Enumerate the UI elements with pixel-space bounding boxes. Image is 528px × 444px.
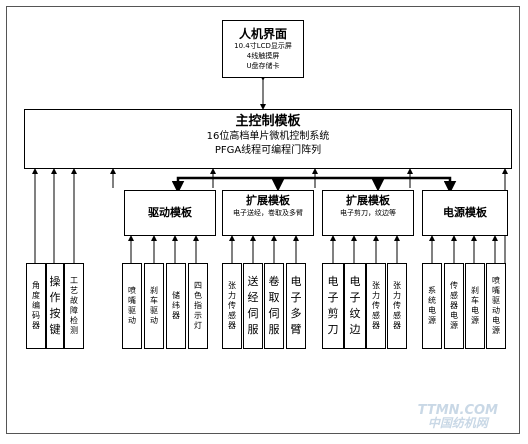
leaf-tension-sensor-3: 张力传感器 (387, 263, 407, 349)
watermark: TTMN.COM 中国纺机网 (418, 404, 498, 430)
module-expansion-1: 扩展模板 电子送经，卷取及多臂 (222, 190, 314, 236)
watermark-domain: TTMN.COM (417, 403, 498, 418)
leaf-brake-drive: 刹车驱动 (144, 263, 164, 349)
leaf-electronic-dobby: 电子多臂 (286, 263, 306, 349)
module-drive-title: 驱动模板 (148, 206, 192, 219)
leaf-tension-sensor-2: 张力传感器 (366, 263, 386, 349)
leaf-takeup-servo: 卷取伺服 (264, 263, 284, 349)
watermark-site-name: 中国纺机网 (427, 416, 488, 430)
main-title: 主控制模板 (235, 114, 301, 129)
leaf-weft-storage: 储纬器 (166, 263, 186, 349)
module-expansion-1-title: 扩展模板 (246, 194, 290, 207)
main-control-box: 主控制模板 16位高档单片微机控制系统 PFGA线程可编程门阵列 (24, 109, 512, 169)
leaf-system-power: 系统电源 (422, 263, 442, 349)
module-drive: 驱动模板 (124, 190, 216, 236)
module-power: 电源模板 (422, 190, 508, 236)
leaf-letoff-servo: 送经伺服 (243, 263, 263, 349)
leaf-tension-sensor-1: 张力传感器 (222, 263, 242, 349)
hmi-title: 人机界面 (238, 27, 287, 41)
leaf-nozzle-drive-power: 喷嘴驱动电源 (486, 263, 506, 349)
module-expansion-2-subtitle: 电子剪刀，纹边等 (340, 209, 396, 217)
leaf-brake-power: 刹车电源 (465, 263, 485, 349)
leaf-nozzle-drive: 喷嘴驱动 (122, 263, 142, 349)
module-expansion-2-title: 扩展模板 (346, 194, 390, 207)
hmi-box: 人机界面 10.4寸LCD显示屏 4线触摸屏 U盘存储卡 (222, 20, 304, 78)
main-line-fpga: PFGA线程可编程门阵列 (214, 145, 322, 156)
leaf-electronic-selvedge: 电子纹边 (344, 263, 366, 349)
module-power-title: 电源模板 (443, 206, 487, 219)
hmi-line-lcd: 10.4寸LCD显示屏 (234, 42, 292, 50)
hmi-line-touch: 4线触摸屏 (246, 52, 280, 60)
leaf-four-color-lamp: 四色指示灯 (188, 263, 208, 349)
diagram-frame (6, 6, 520, 434)
main-line-mcu: 16位高档单片微机控制系统 (206, 131, 330, 142)
leaf-angle-encoder: 角度编码器 (26, 263, 46, 349)
leaf-sensor-power: 传感器电源 (444, 263, 464, 349)
hmi-line-usb: U盘存储卡 (246, 62, 280, 70)
leaf-operation-keys: 操作按键 (46, 263, 64, 349)
leaf-fault-detection: 工艺故障检测 (64, 263, 84, 349)
module-expansion-2: 扩展模板 电子剪刀，纹边等 (322, 190, 414, 236)
module-expansion-1-subtitle: 电子送经，卷取及多臂 (233, 209, 303, 217)
leaf-electronic-scissors: 电子剪刀 (322, 263, 344, 349)
